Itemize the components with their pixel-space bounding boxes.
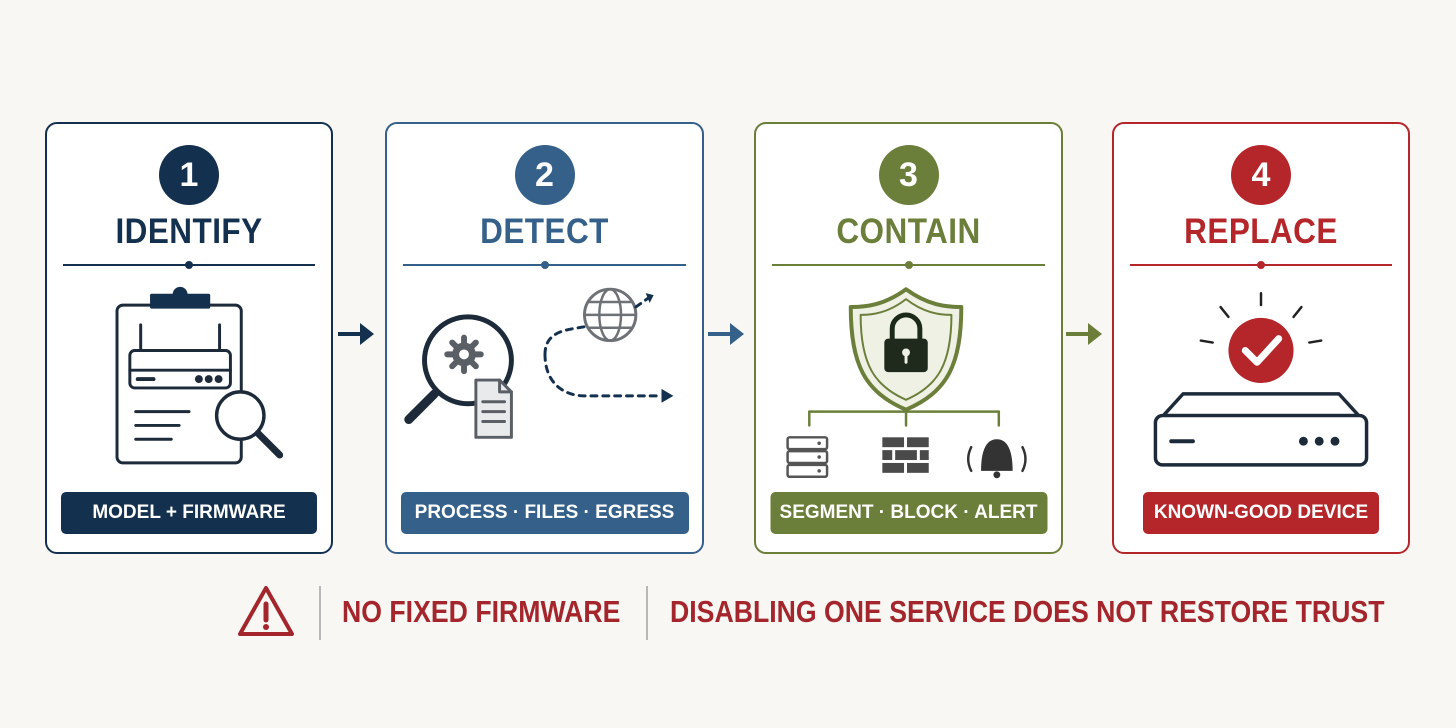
- clipboard-router-magnifier-icon: [47, 284, 331, 484]
- separator: [319, 586, 321, 640]
- step-divider: [772, 261, 1045, 269]
- step-number-badge: 3: [878, 145, 939, 205]
- warning-triangle-icon: [238, 586, 294, 636]
- step-title: CONTAIN: [836, 212, 981, 251]
- step-title: REPLACE: [1184, 212, 1338, 251]
- step-tag: MODEL + FIRMWARE: [61, 492, 317, 534]
- step-number-badge: 1: [159, 145, 219, 205]
- router-checkmark-icon: [1114, 284, 1408, 484]
- step-tag: KNOWN-GOOD DEVICE: [1143, 492, 1379, 534]
- step-number-badge: 2: [514, 145, 575, 205]
- step-title: DETECT: [480, 212, 609, 251]
- warning-secondary-text: DISABLING ONE SERVICE DOES NOT RESTORE T…: [670, 594, 1385, 629]
- arrow-right-icon: [708, 323, 744, 345]
- warning-primary-text: NO FIXED FIRMWARE: [342, 594, 621, 629]
- step-card-replace: 4 REPLACE: [1112, 122, 1410, 554]
- step-tag: PROCESS · FILES · EGRESS: [400, 492, 689, 534]
- arrow-right-icon: [338, 323, 374, 345]
- step-divider: [403, 261, 686, 269]
- step-divider: [63, 261, 315, 269]
- magnifier-gear-file-globe-icon: [387, 284, 702, 484]
- warning-bar: NO FIXED FIRMWARE DISABLING ONE SERVICE …: [236, 582, 1384, 642]
- step-card-detect: 2 DETECT: [385, 122, 704, 554]
- arrow-right-icon: [1066, 323, 1102, 345]
- step-card-contain: 3 CONTAIN: [754, 122, 1063, 554]
- separator: [646, 586, 648, 640]
- shield-lock-network-icon: [756, 284, 1061, 484]
- step-number-badge: 4: [1231, 145, 1291, 205]
- step-title: IDENTIFY: [115, 212, 263, 251]
- step-card-identify: 1 IDENTIFY: [45, 122, 333, 554]
- step-tag: SEGMENT · BLOCK · ALERT: [770, 492, 1047, 534]
- step-divider: [1130, 261, 1392, 269]
